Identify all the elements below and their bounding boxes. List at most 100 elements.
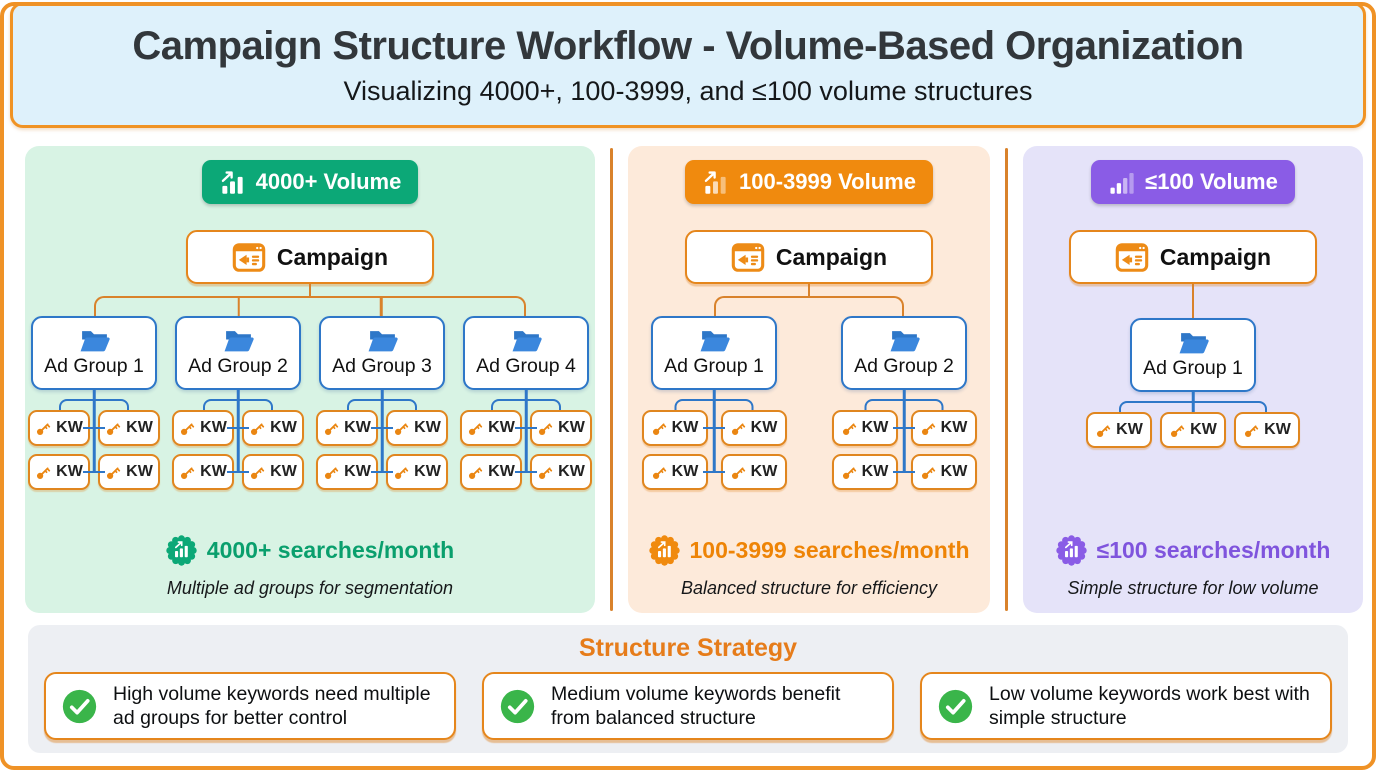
ad-group-label: Ad Group 1	[44, 355, 144, 377]
keyword-row: KW KW	[641, 410, 787, 446]
keyword-label: KW	[1190, 421, 1217, 438]
keyword-node: KW	[641, 454, 708, 490]
strategy-card-low: Low volume keywords work best with simpl…	[920, 672, 1332, 740]
columns-area: 4000+ Volume Campaign Ad Group 1	[25, 146, 1376, 613]
open-folder-icon	[699, 328, 730, 354]
campaign-connector	[1191, 284, 1195, 318]
ad-group-row: Ad Group 1 KW	[27, 316, 593, 490]
keyword-branch-connector	[864, 399, 944, 410]
keyword-node: KW	[98, 410, 160, 446]
ad-group-unit: Ad Group 1 KW	[27, 316, 161, 490]
keyword-node: KW	[641, 410, 708, 446]
ad-group-node: Ad Group 2	[841, 316, 967, 390]
key-icon	[841, 464, 858, 481]
keyword-node: KW	[386, 410, 448, 446]
ad-group-label: Ad Group 1	[664, 355, 764, 377]
keyword-node: KW	[172, 454, 234, 490]
keyword-node: KW	[242, 410, 304, 446]
key-icon	[537, 420, 554, 437]
keyword-row: KW KW	[172, 454, 304, 490]
key-icon	[105, 464, 122, 481]
campaign-tree: Ad Group 1 KW	[27, 284, 593, 490]
keyword-area: KW KW	[1073, 392, 1313, 448]
keyword-label: KW	[126, 419, 153, 436]
keyword-row: KW KW	[831, 454, 977, 490]
strategy-card-text: High volume keywords need multiple ad gr…	[113, 682, 431, 729]
page-title: Campaign Structure Workflow - Volume-Bas…	[132, 23, 1244, 68]
ad-group-label: Ad Group 2	[854, 355, 954, 377]
page-subtitle: Visualizing 4000+, 100-3999, and ≤100 vo…	[343, 75, 1033, 106]
keyword-row: KW KW	[316, 454, 448, 490]
keyword-node: KW	[910, 454, 977, 490]
keyword-label: KW	[671, 419, 699, 436]
key-icon	[35, 464, 52, 481]
campaign-tree: Ad Group 1 KW	[641, 284, 977, 490]
strategy-card-medium: Medium volume keywords benefit from bala…	[482, 672, 894, 740]
searches-per-month-stat: 4000+ searches/month	[166, 535, 454, 566]
key-icon	[1243, 422, 1260, 439]
keyword-label: KW	[200, 463, 227, 480]
keyword-label: KW	[1264, 421, 1291, 438]
key-icon	[105, 420, 122, 437]
keyword-node: KW	[316, 454, 378, 490]
campaign-connector	[308, 284, 312, 296]
keyword-node: KW	[460, 410, 522, 446]
ad-group-label: Ad Group 2	[188, 355, 288, 377]
key-icon	[35, 420, 52, 437]
ad-group-unit: Ad Group 3 KW	[315, 316, 449, 490]
open-folder-icon	[223, 328, 254, 354]
volume-badge-label: 100-3999 Volume	[739, 169, 916, 194]
ad-group-unit: Ad Group 1 KW	[641, 316, 787, 490]
open-folder-icon	[511, 328, 542, 354]
key-icon	[393, 464, 410, 481]
keyword-label: KW	[344, 463, 371, 480]
campaign-megaphone-icon	[731, 242, 765, 272]
searches-per-month-stat: ≤100 searches/month	[1055, 535, 1330, 566]
keyword-node: KW	[242, 454, 304, 490]
keyword-row: KW KW	[460, 410, 592, 446]
keyword-label: KW	[558, 463, 585, 480]
column-footer: 4000+ searches/month Multiple ad groups …	[166, 535, 454, 613]
keyword-node: KW	[530, 454, 592, 490]
seal-chart-icon	[1055, 535, 1087, 566]
keyword-node: KW	[720, 454, 787, 490]
ad-group-label: Ad Group 3	[332, 355, 432, 377]
keyword-branch-connector	[203, 399, 273, 410]
keyword-label: KW	[414, 419, 441, 436]
key-icon	[920, 464, 937, 481]
column-note: Balanced structure for efficiency	[680, 578, 938, 598]
keyword-area: KW KW	[831, 390, 977, 490]
searches-per-month-stat: 100-3999 searches/month	[648, 535, 970, 566]
open-folder-icon	[1178, 330, 1209, 356]
column-medium-volume: 100-3999 Volume Campaign Ad Group	[628, 146, 990, 613]
keyword-area: KW KW	[27, 390, 161, 490]
keyword-node: KW	[28, 454, 90, 490]
keyword-label: KW	[861, 463, 889, 480]
keyword-node: KW	[316, 410, 378, 446]
keyword-label: KW	[861, 419, 889, 436]
column-note: Multiple ad groups for segmentation	[166, 578, 454, 598]
key-icon	[1095, 422, 1112, 439]
volume-badge-medium: 100-3999 Volume	[685, 160, 933, 204]
campaign-branch-connector	[94, 296, 526, 316]
keyword-label: KW	[200, 419, 227, 436]
keyword-label: KW	[270, 419, 297, 436]
keyword-branch-connector	[1119, 401, 1267, 412]
ad-group-node: Ad Group 4	[463, 316, 589, 390]
keyword-area: KW KW	[641, 390, 787, 490]
searches-stat-label: 4000+ searches/month	[206, 537, 455, 563]
keyword-row: KW KW	[28, 410, 160, 446]
keyword-area: KW KW	[459, 390, 593, 490]
campaign-connector	[807, 284, 811, 296]
check-circle-icon	[499, 688, 536, 725]
keyword-row: KW KW	[641, 454, 787, 490]
check-circle-icon	[61, 688, 98, 725]
keyword-node: KW	[831, 454, 898, 490]
volume-badge-low: ≤100 Volume	[1091, 160, 1295, 204]
open-folder-icon	[367, 328, 398, 354]
column-footer: 100-3999 searches/month Balanced structu…	[648, 535, 970, 613]
column-low-volume: ≤100 Volume Campaign Ad Group 1	[1023, 146, 1363, 613]
keyword-row: KW KW	[172, 410, 304, 446]
keyword-node: KW	[530, 410, 592, 446]
key-icon	[467, 464, 484, 481]
